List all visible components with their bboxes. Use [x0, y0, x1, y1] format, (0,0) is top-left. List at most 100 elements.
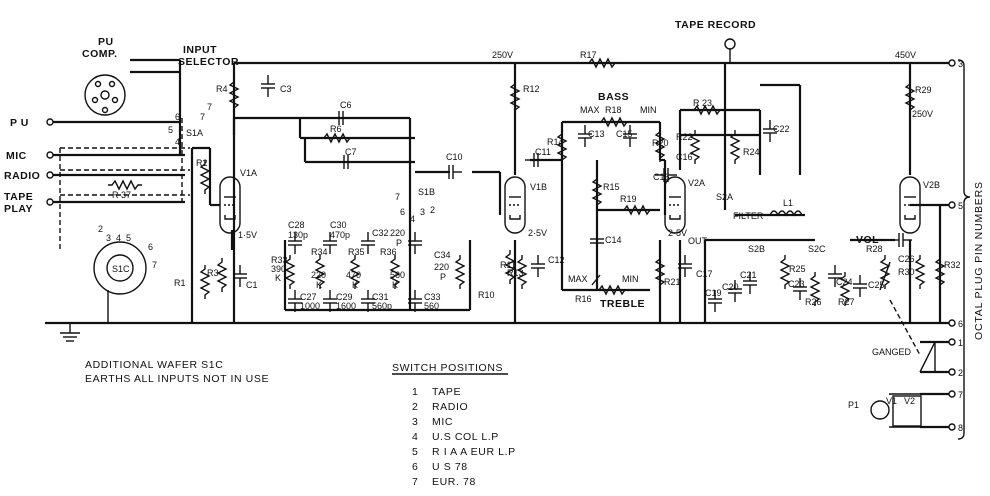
svg-text:C24: C24	[836, 277, 853, 287]
capacitor-c25	[852, 274, 868, 298]
svg-text:1: 1	[958, 338, 963, 348]
svg-text:5: 5	[958, 201, 963, 211]
svg-text:C27: C27	[300, 292, 317, 302]
capacitor-c10	[439, 164, 463, 180]
svg-text:C1: C1	[246, 280, 258, 290]
svg-text:R 37: R 37	[112, 190, 131, 200]
ganged-switch	[919, 341, 937, 373]
svg-text:R I A A EUR L.P: R I A A EUR L.P	[432, 446, 516, 458]
resistor-r30	[915, 254, 925, 290]
svg-text:MIC: MIC	[432, 416, 453, 428]
svg-text:560: 560	[390, 270, 405, 280]
svg-text:7: 7	[200, 112, 205, 122]
svg-text:450V: 450V	[895, 50, 916, 60]
valve-v2a	[664, 176, 686, 234]
capacitor-c12	[530, 254, 546, 278]
svg-text:C20: C20	[722, 282, 739, 292]
wafer-s1c	[93, 241, 147, 323]
label-tape-play-1: TAPE	[4, 191, 33, 203]
svg-text:R17: R17	[580, 50, 597, 60]
svg-text:C16: C16	[676, 152, 693, 162]
svg-text:R1: R1	[174, 278, 186, 288]
svg-text:C33: C33	[424, 292, 441, 302]
svg-text:MAX: MAX	[580, 105, 600, 115]
capacitor-c29	[322, 289, 338, 313]
svg-text:C19: C19	[705, 288, 722, 298]
svg-text:C11: C11	[535, 147, 551, 157]
svg-text:EARTHS ALL INPUTS NOT IN USE: EARTHS ALL INPUTS NOT IN USE	[85, 373, 269, 385]
svg-text:C7: C7	[345, 147, 357, 157]
svg-text:C14: C14	[605, 235, 622, 245]
svg-text:U S 78: U S 78	[432, 461, 468, 473]
svg-text:C10: C10	[446, 152, 463, 162]
svg-text:MIN: MIN	[640, 105, 657, 115]
label-input-selector-1: INPUT	[183, 44, 217, 56]
svg-text:R14: R14	[547, 137, 564, 147]
svg-text:250V: 250V	[912, 109, 933, 119]
svg-text:220: 220	[434, 262, 449, 272]
svg-text:MAX: MAX	[568, 274, 588, 284]
svg-text:C31: C31	[372, 292, 389, 302]
svg-text:2·5V: 2·5V	[528, 228, 547, 238]
svg-text:C12: C12	[548, 255, 565, 265]
svg-text:1000: 1000	[300, 301, 320, 311]
svg-text:K: K	[392, 280, 398, 290]
svg-text:P: P	[396, 238, 402, 248]
switch-positions-title: SWITCH POSITIONS	[392, 362, 503, 374]
svg-text:C25: C25	[868, 280, 885, 290]
svg-text:6: 6	[400, 207, 405, 217]
svg-text:R36: R36	[380, 247, 397, 257]
svg-text:VOL: VOL	[856, 234, 879, 246]
svg-text:2: 2	[98, 224, 103, 234]
svg-text:4: 4	[410, 214, 415, 224]
svg-text:C17: C17	[696, 269, 713, 279]
svg-text:R16: R16	[575, 294, 592, 304]
svg-text:C13: C13	[588, 129, 605, 139]
svg-text:390: 390	[271, 264, 286, 274]
svg-text:R19: R19	[620, 194, 637, 204]
svg-text:R29: R29	[915, 85, 932, 95]
svg-text:6: 6	[175, 112, 180, 122]
svg-text:560: 560	[424, 301, 439, 311]
label-input-selector-2: SELECTOR	[178, 56, 239, 68]
switch-positions-legend: SWITCH POSITIONS 1 TAPE 2 RADIO 3 MIC 4 …	[392, 362, 516, 488]
svg-text:R24: R24	[743, 147, 760, 157]
svg-text:4: 4	[412, 431, 418, 443]
svg-text:R26: R26	[805, 297, 822, 307]
svg-text:S1B: S1B	[418, 187, 435, 197]
svg-text:R2: R2	[196, 158, 208, 168]
label-radio: RADIO	[4, 170, 40, 182]
svg-text:TAPE RECORD: TAPE RECORD	[675, 19, 756, 31]
svg-text:R12: R12	[523, 84, 540, 94]
svg-text:S2B: S2B	[748, 244, 765, 254]
valve-v1a	[219, 176, 241, 234]
svg-text:V1B: V1B	[530, 182, 547, 192]
svg-text:C29: C29	[336, 292, 353, 302]
svg-text:FILTER: FILTER	[733, 211, 764, 221]
svg-text:6: 6	[958, 319, 963, 329]
svg-text:K: K	[275, 273, 281, 283]
svg-text:C23: C23	[788, 279, 805, 289]
svg-text:1: 1	[412, 386, 418, 398]
svg-text:C22: C22	[773, 124, 790, 134]
svg-text:K: K	[316, 280, 322, 290]
svg-text:GANGED: GANGED	[872, 347, 912, 357]
label-tape-play-2: PLAY	[4, 203, 33, 215]
terminals	[46, 38, 956, 431]
capacitor-c1	[232, 264, 248, 288]
svg-text:R4: R4	[216, 84, 228, 94]
svg-text:R18: R18	[605, 105, 622, 115]
svg-text:L1: L1	[783, 198, 793, 208]
svg-text:1600: 1600	[336, 301, 356, 311]
svg-text:U.S COL L.P: U.S COL L.P	[432, 431, 499, 443]
svg-text:MIN: MIN	[622, 274, 639, 284]
svg-text:5: 5	[412, 446, 418, 458]
svg-text:7: 7	[958, 390, 963, 400]
svg-text:C34: C34	[434, 250, 451, 260]
svg-text:S2A: S2A	[716, 192, 733, 202]
label-pu-comp-1: PU	[98, 36, 114, 48]
svg-text:2: 2	[430, 205, 435, 215]
svg-text:V2B: V2B	[923, 180, 940, 190]
resistor-r3	[217, 257, 227, 293]
svg-text:C30: C30	[330, 220, 347, 230]
